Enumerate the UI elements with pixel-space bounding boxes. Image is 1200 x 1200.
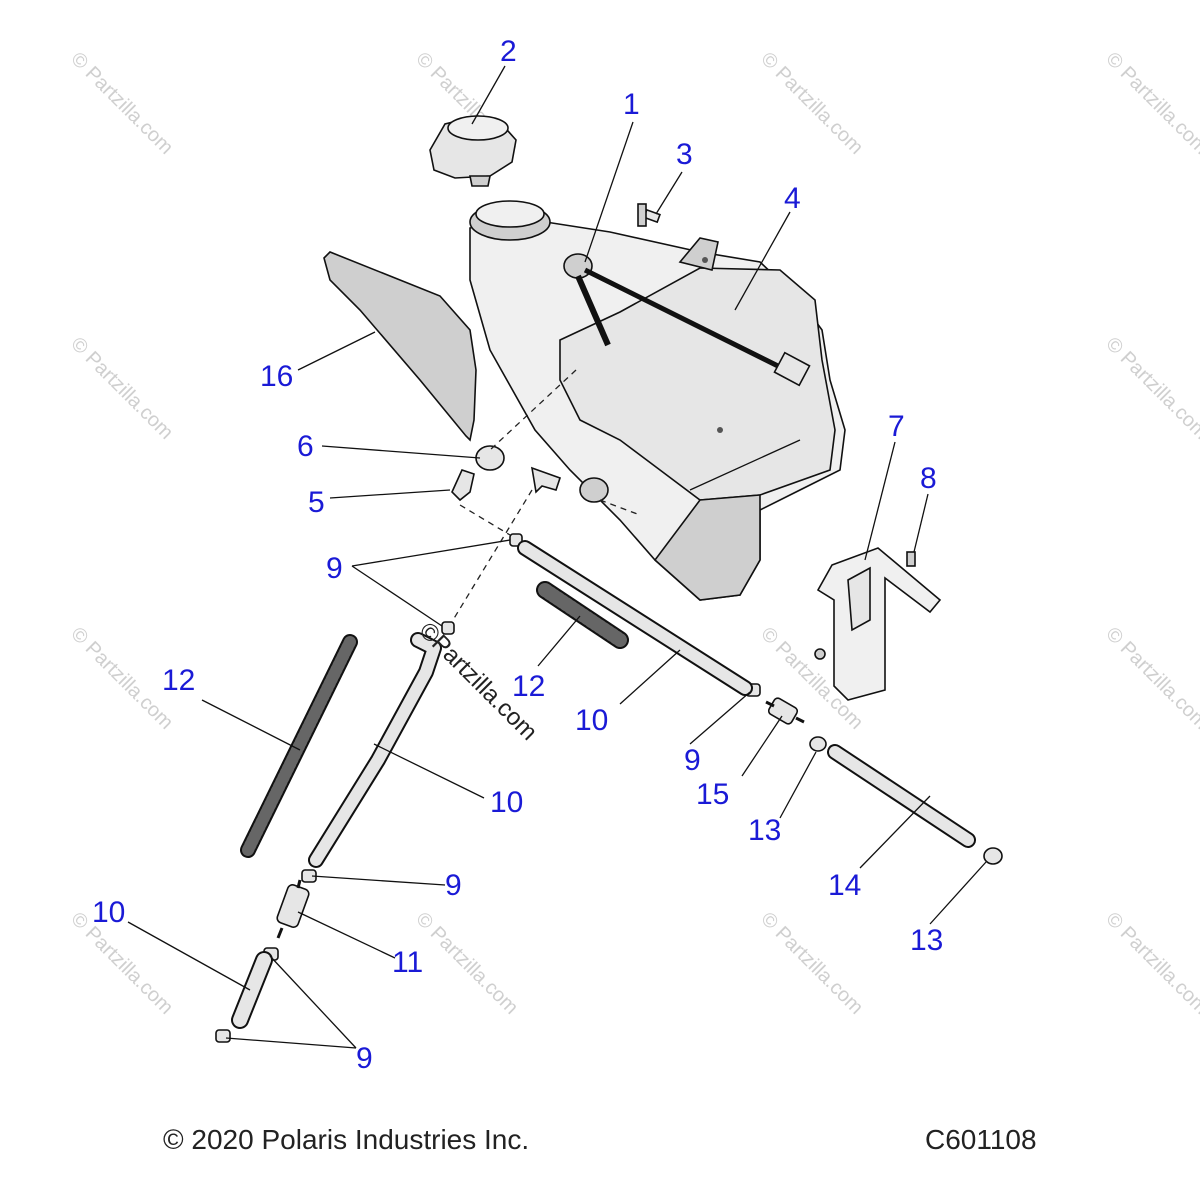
heat-shield-pad <box>323 251 477 442</box>
watermark-text: © Partzilla.com <box>1101 48 1200 159</box>
check-valve <box>765 697 805 725</box>
callout-9: 9 <box>326 552 343 585</box>
callout-9: 9 <box>445 869 462 902</box>
watermark-text: © Partzilla.com <box>66 48 177 159</box>
mounting-bracket <box>814 547 942 701</box>
vent-hose <box>827 744 976 848</box>
callout-3: 3 <box>676 138 693 171</box>
watermark-text: © Partzilla.com <box>411 908 522 1019</box>
callout-13: 13 <box>748 814 781 847</box>
convoluted-sleeve <box>240 581 629 858</box>
screw <box>637 203 661 227</box>
callout-10: 10 <box>490 786 523 819</box>
leader-lines <box>127 65 987 1049</box>
clamp <box>809 736 1003 865</box>
callout-10: 10 <box>575 704 608 737</box>
watermark-text: © Partzilla.com <box>1101 908 1200 1019</box>
copyright-notice: © 2020 Polaris Industries Inc. <box>163 1124 530 1155</box>
fuel-hose <box>517 540 753 696</box>
callout-15: 15 <box>696 778 729 811</box>
callout-1: 1 <box>623 88 640 121</box>
callout-labels: 1 2 3 4 5 6 7 8 9 9 9 9 10 10 10 11 12 1… <box>92 35 943 1075</box>
elbow-fitting <box>451 466 562 502</box>
watermark-text: © Partzilla.com <box>1101 333 1200 444</box>
callout-16: 16 <box>260 360 293 393</box>
figure-id: C601108 <box>925 1124 1037 1155</box>
hose-clamp <box>215 533 761 1043</box>
fuel-hose <box>308 632 442 868</box>
callout-6: 6 <box>297 430 314 463</box>
screw <box>906 551 916 567</box>
watermark-text: © Partzilla.com <box>66 333 177 444</box>
watermark-text: © Partzilla.com <box>756 48 867 159</box>
callout-12: 12 <box>512 670 545 703</box>
fuel-tank <box>469 200 846 601</box>
grommet <box>475 445 609 503</box>
callout-9: 9 <box>684 744 701 777</box>
callout-12: 12 <box>162 664 195 697</box>
callout-11: 11 <box>392 946 423 979</box>
callout-8: 8 <box>920 462 937 495</box>
fuel-hose <box>231 951 273 1029</box>
callout-4: 4 <box>784 182 801 215</box>
routing-lines <box>449 369 641 626</box>
fuel-filter <box>276 879 310 939</box>
callout-13: 13 <box>910 924 943 957</box>
callout-14: 14 <box>828 869 861 902</box>
watermark-text: © Partzilla.com <box>1101 623 1200 734</box>
watermark-text: © Partzilla.com <box>66 623 177 734</box>
callout-10: 10 <box>92 896 125 929</box>
watermark-text: © Partzilla.com <box>756 908 867 1019</box>
callout-7: 7 <box>888 410 905 443</box>
callout-2: 2 <box>500 35 517 68</box>
callout-5: 5 <box>308 486 325 519</box>
callout-9: 9 <box>356 1042 373 1075</box>
fuel-cap <box>429 115 517 187</box>
